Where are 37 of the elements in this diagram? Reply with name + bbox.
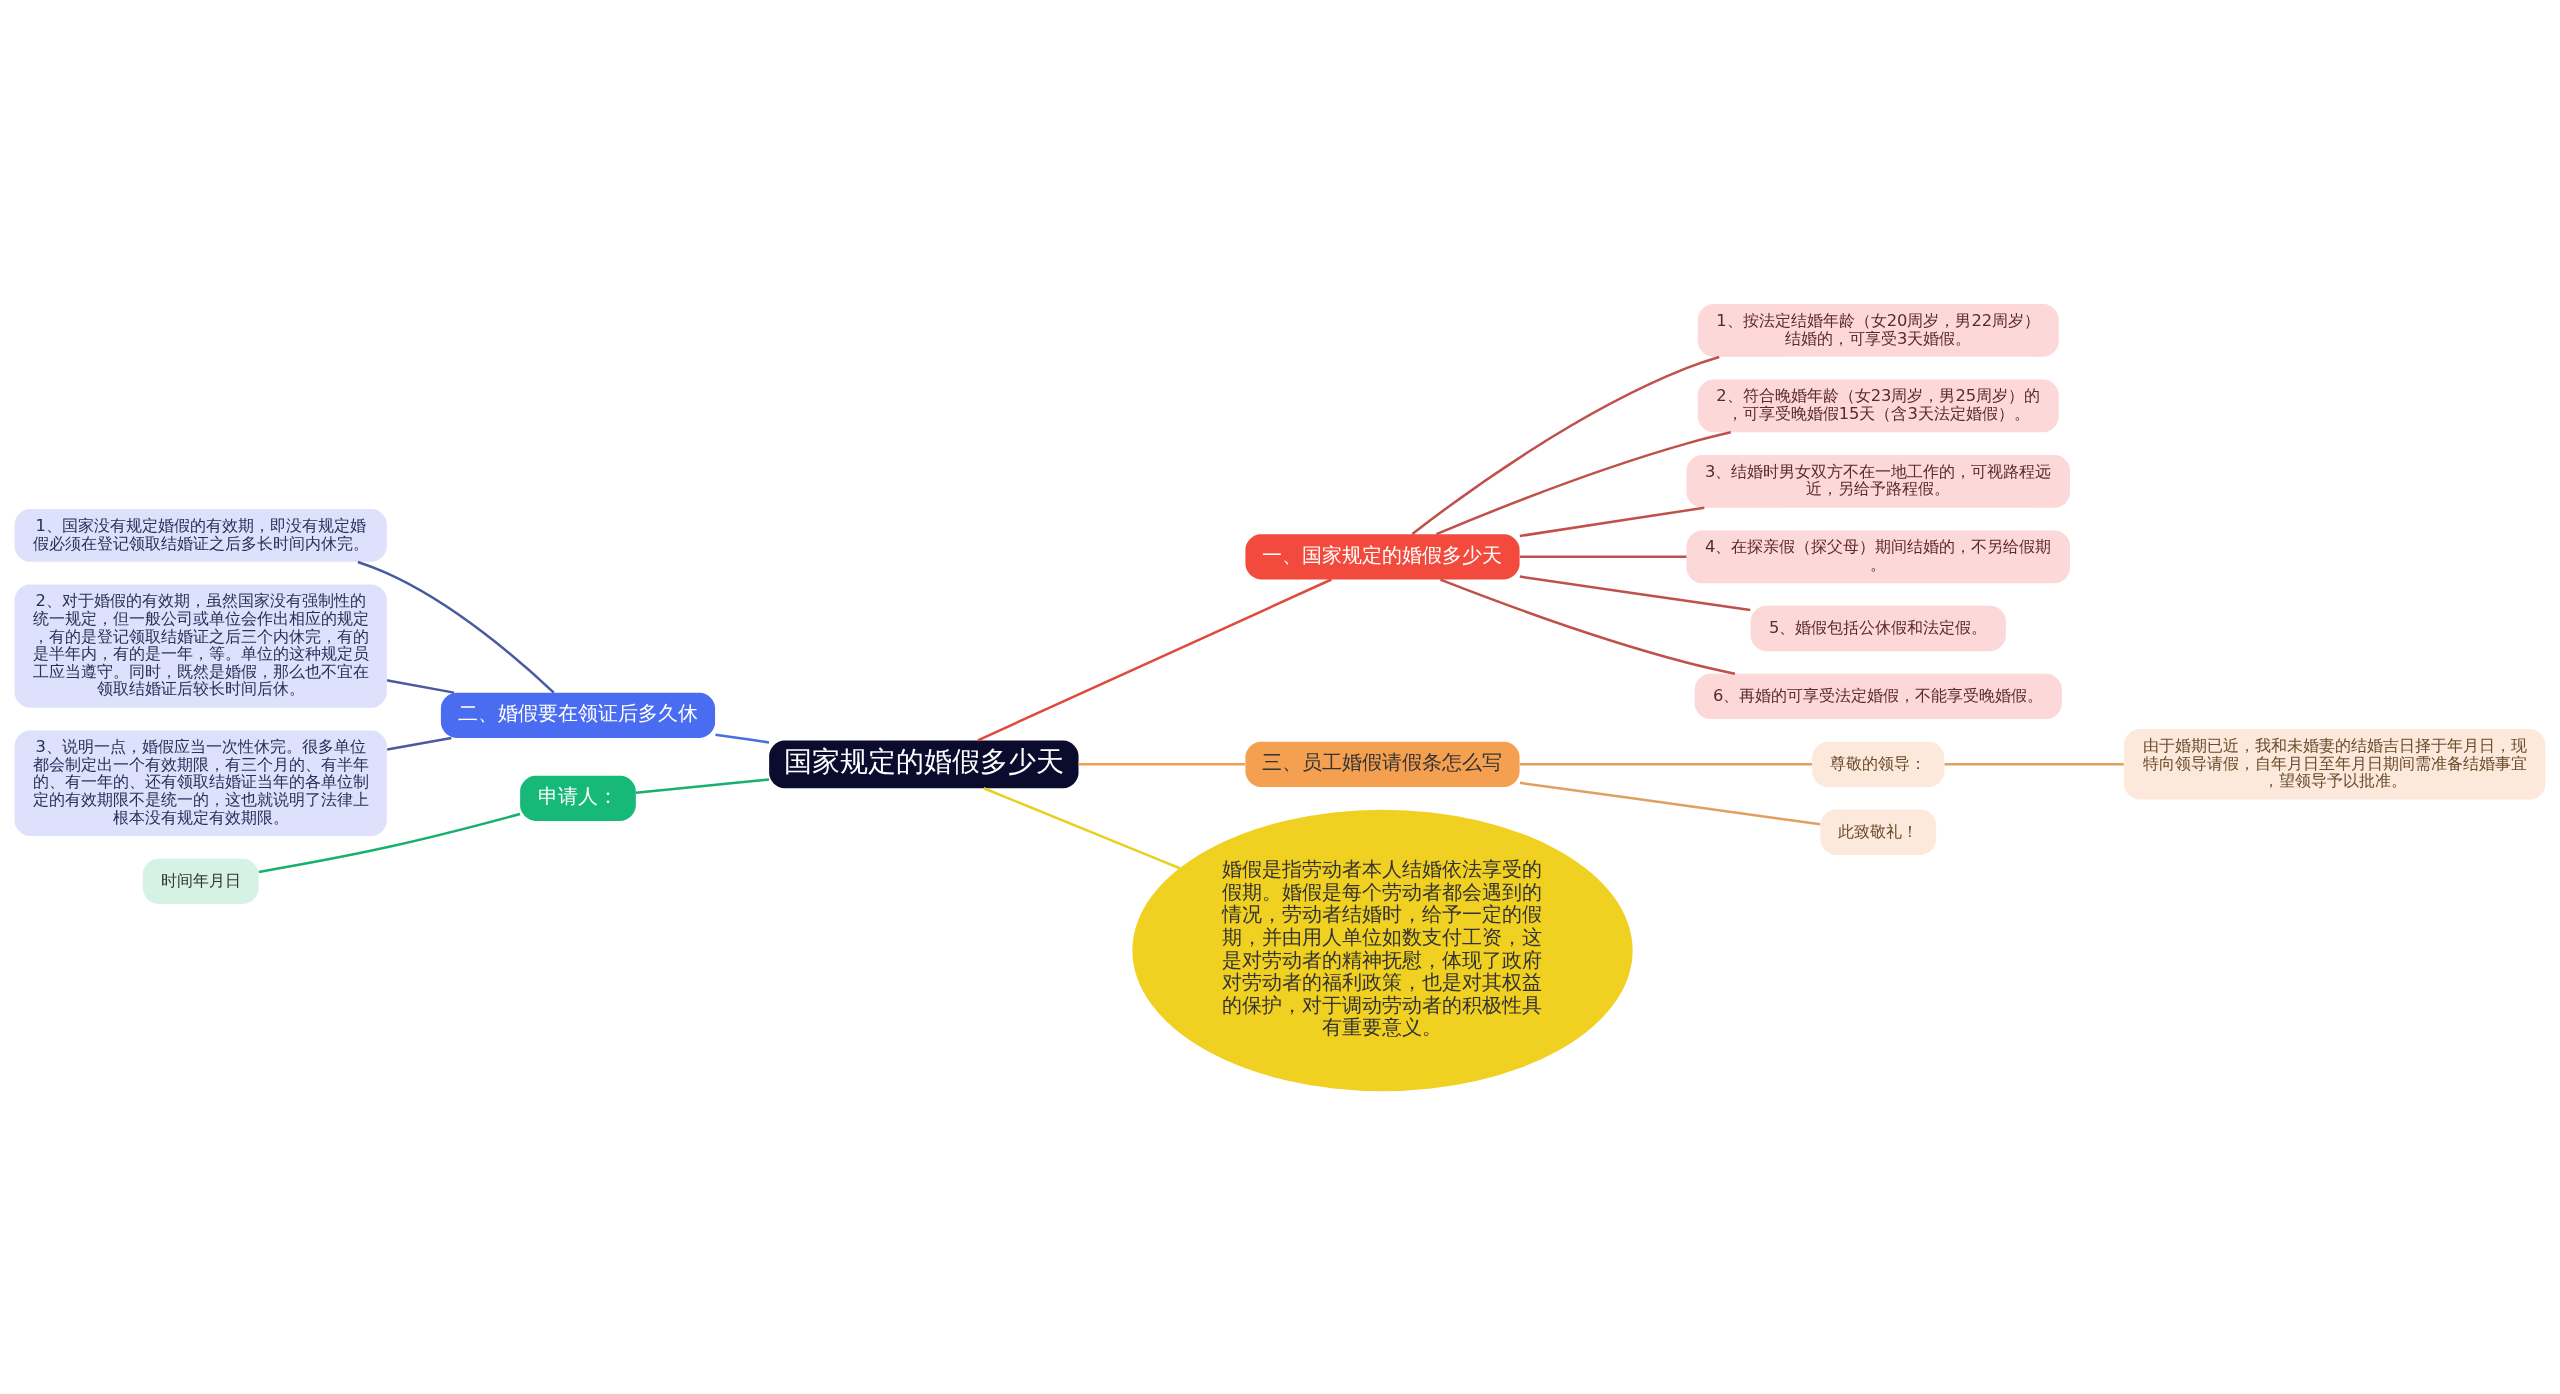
- node-box: 1、按法定结婚年龄（女20周岁，男22周岁）结婚的，可享受3天婚假。: [1697, 303, 2059, 357]
- connector: [1519, 762, 1813, 766]
- connector: [1519, 506, 1705, 537]
- node-box: 2、符合晚婚年龄（女23周岁，男25周岁）的，可享受晚婚假15天（含3天法定婚假）。: [1697, 379, 2059, 432]
- connector: [386, 678, 455, 694]
- node-box: 1、国家没有规定婚假的有效期，即没有规定婚假必须在登记领取结婚证之后多长时间内休完。: [14, 508, 387, 562]
- node-box: 三、员工婚假请假条怎么写: [1245, 741, 1520, 787]
- node-box: 此致敬礼！: [1820, 809, 1937, 855]
- connector: [258, 812, 521, 873]
- connector: [1439, 577, 1736, 675]
- connector: [357, 560, 555, 694]
- node-box: 6、再婚的可享受法定婚假，不能享受晚婚假。: [1694, 673, 2062, 719]
- node-box: 2、对于婚假的有效期，虽然国家没有强制性的统一规定，但一般公司或单位会作出相应的规定，有的是登记领取结婚证之后三个内休完，有的是半年内，有的是一年，等。单位的这种规定员工应当遵守。同时，既然是婚假，那么也不宜在领取结婚证后较长时间后休。: [14, 584, 387, 708]
- node-box: 尊敬的领导：: [1812, 741, 1945, 787]
- connector: [1519, 555, 1687, 558]
- node-box: 时间年月日: [142, 858, 259, 904]
- node-box: 一、国家规定的婚假多少天: [1245, 533, 1520, 579]
- connector: [635, 777, 770, 794]
- connector: [1944, 762, 2124, 766]
- node-box: 二、婚假要在领证后多久休: [440, 692, 716, 738]
- connector: [983, 786, 1181, 869]
- node-box: 4、在探亲假（探父母）期间结婚的，不另给假期。: [1686, 529, 2071, 583]
- connector: [715, 733, 770, 744]
- connector: [386, 736, 452, 751]
- node-ellipse: 婚假是指劳动者本人结婚依法享受的假期。婚假是每个劳动者都会遇到的情况，劳动者结婚时，给予一定的假期，并由用人单位如数支付工资，这是对劳动者的精神抚慰，体现了政府对劳动者的福利政策，也是对其权益的保护，对于调动劳动者的积极性具有重要意义。: [1132, 809, 1633, 1091]
- node-box: 申请人：: [520, 775, 636, 821]
- node-box: 由于婚期已近，我和未婚妻的结婚吉日择于年月日，现特向领导请假，自年月日至年月日期间需准备结婚事宜，望领导予以批准。: [2124, 728, 2546, 800]
- connector: [1519, 781, 1821, 826]
- connector: [1519, 574, 1751, 611]
- connector: [1078, 762, 1246, 766]
- connector: [1436, 430, 1732, 535]
- node-box: 3、说明一点，婚假应当一次性休完。很多单位都会制定出一个有效期限，有三个月的、有半年的、有一年的、还有领取结婚证当年的各单位制定的有效期限不是统一的，这也就说明了法律上根本没有规定有效期限。: [14, 729, 387, 836]
- connector: [977, 577, 1332, 741]
- node-box: 3、结婚时男女双方不在一地工作的，可视路程远近，另给予路程假。: [1686, 454, 2071, 508]
- node-box: 5、婚假包括公休假和法定假。: [1750, 605, 2006, 651]
- node-box: 国家规定的婚假多少天: [769, 739, 1079, 788]
- connector: [1411, 355, 1720, 535]
